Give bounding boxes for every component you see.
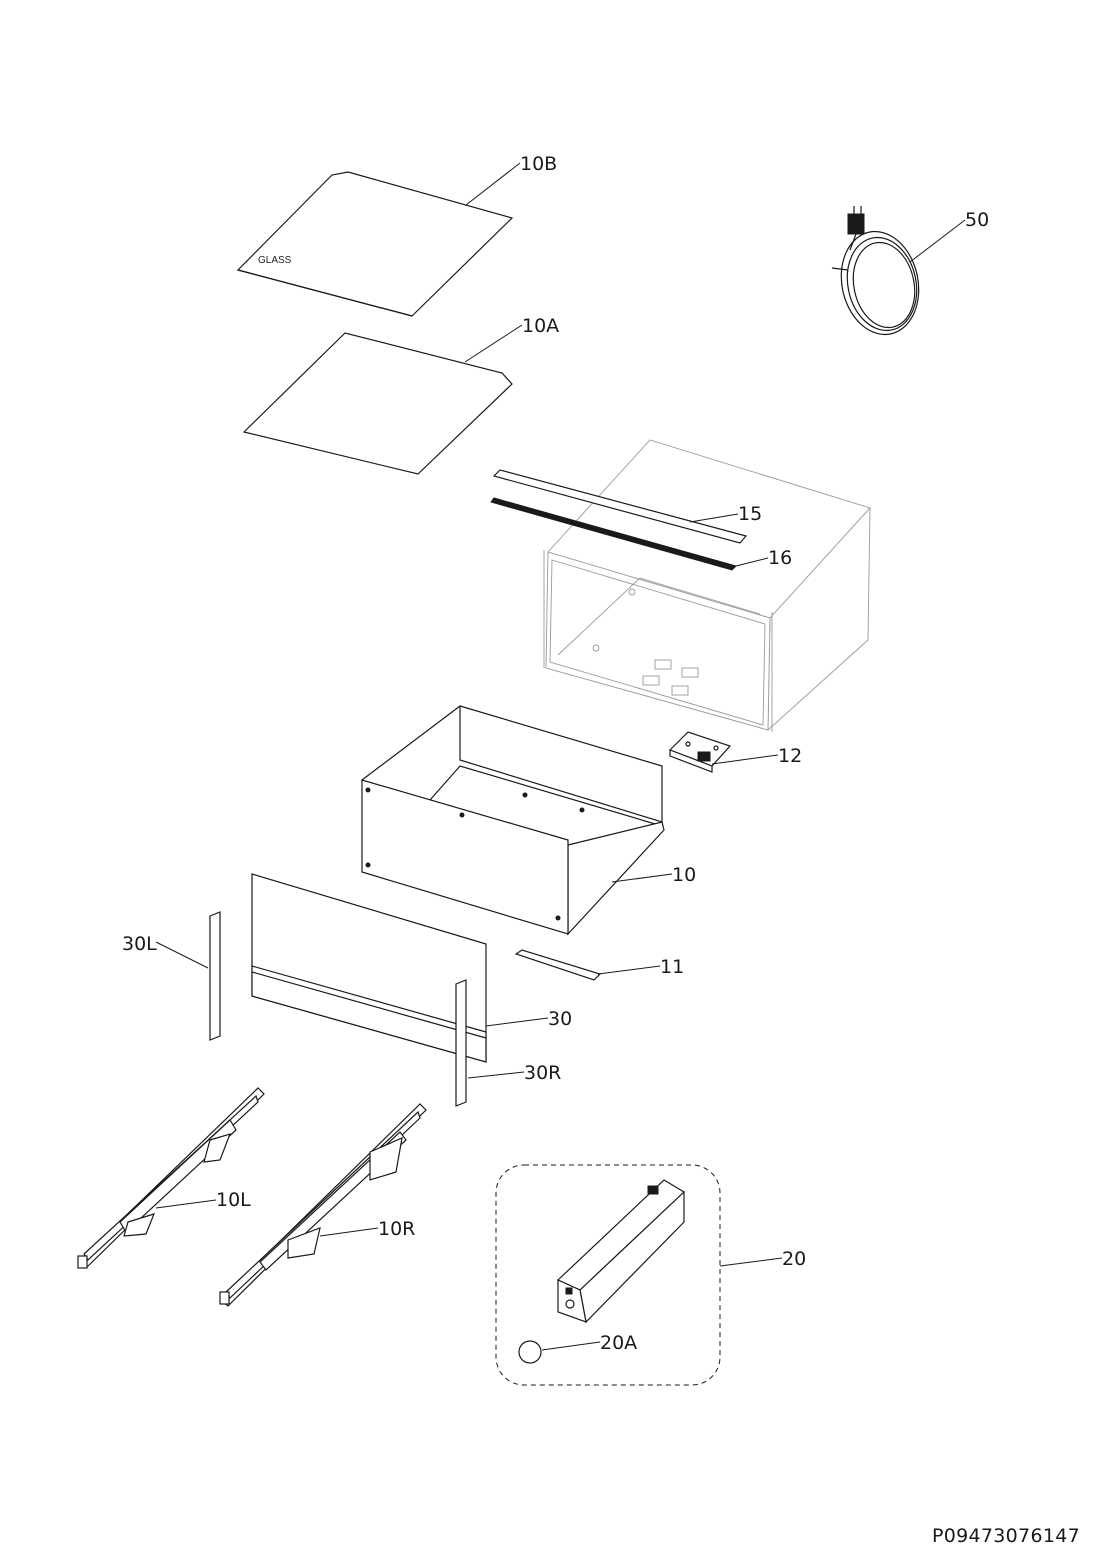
callout-11: 11: [660, 956, 684, 978]
knob-icon: [518, 1340, 542, 1364]
part-30-front-panel: 30: [251, 873, 572, 1063]
callout-10A: 10A: [522, 315, 559, 337]
callout-10: 10: [672, 864, 696, 886]
module-group-outline: [495, 1164, 721, 1386]
callout-30: 30: [548, 1008, 572, 1030]
part-16-seal-strip: 16: [490, 497, 792, 571]
callout-10B: 10B: [520, 153, 557, 175]
part-15-strip: 15: [492, 469, 762, 544]
callout-50: 50: [965, 209, 989, 231]
knob-shaft-icon: [565, 1299, 575, 1309]
callout-10R: 10R: [378, 1218, 415, 1240]
callout-16: 16: [768, 547, 792, 569]
callout-30L: 30L: [122, 933, 157, 955]
callout-30R: 30R: [524, 1062, 561, 1084]
part-30R-right-strip: 30R: [455, 979, 561, 1107]
part-20A-knob: 20A: [518, 1332, 637, 1364]
part-10L-left-runner: 10L: [77, 1087, 265, 1269]
callout-15: 15: [738, 503, 762, 525]
part-10R-right-runner: 10R: [219, 1103, 427, 1307]
plug-icon: [847, 213, 865, 235]
part-10-drawer-body: 10: [361, 705, 696, 936]
part-11-bar: 11: [514, 949, 684, 981]
callout-20A: 20A: [600, 1332, 637, 1354]
callout-20: 20: [782, 1248, 806, 1270]
part-50-power-cord: 50: [831, 206, 989, 336]
cabinet-housing: [543, 439, 871, 732]
callout-10L: 10L: [216, 1189, 251, 1211]
document-code: P09473076147: [931, 1525, 1080, 1547]
part-10B-glass-panel: GLASS 10B: [236, 153, 557, 317]
part-12-control-unit: 12: [668, 731, 802, 773]
glass-marking: GLASS: [258, 255, 292, 266]
part-30L-left-strip: 30L: [122, 911, 221, 1041]
part-10A-panel: 10A: [242, 315, 559, 475]
part-20-control-module: 20: [495, 1164, 806, 1386]
callout-12: 12: [778, 745, 802, 767]
